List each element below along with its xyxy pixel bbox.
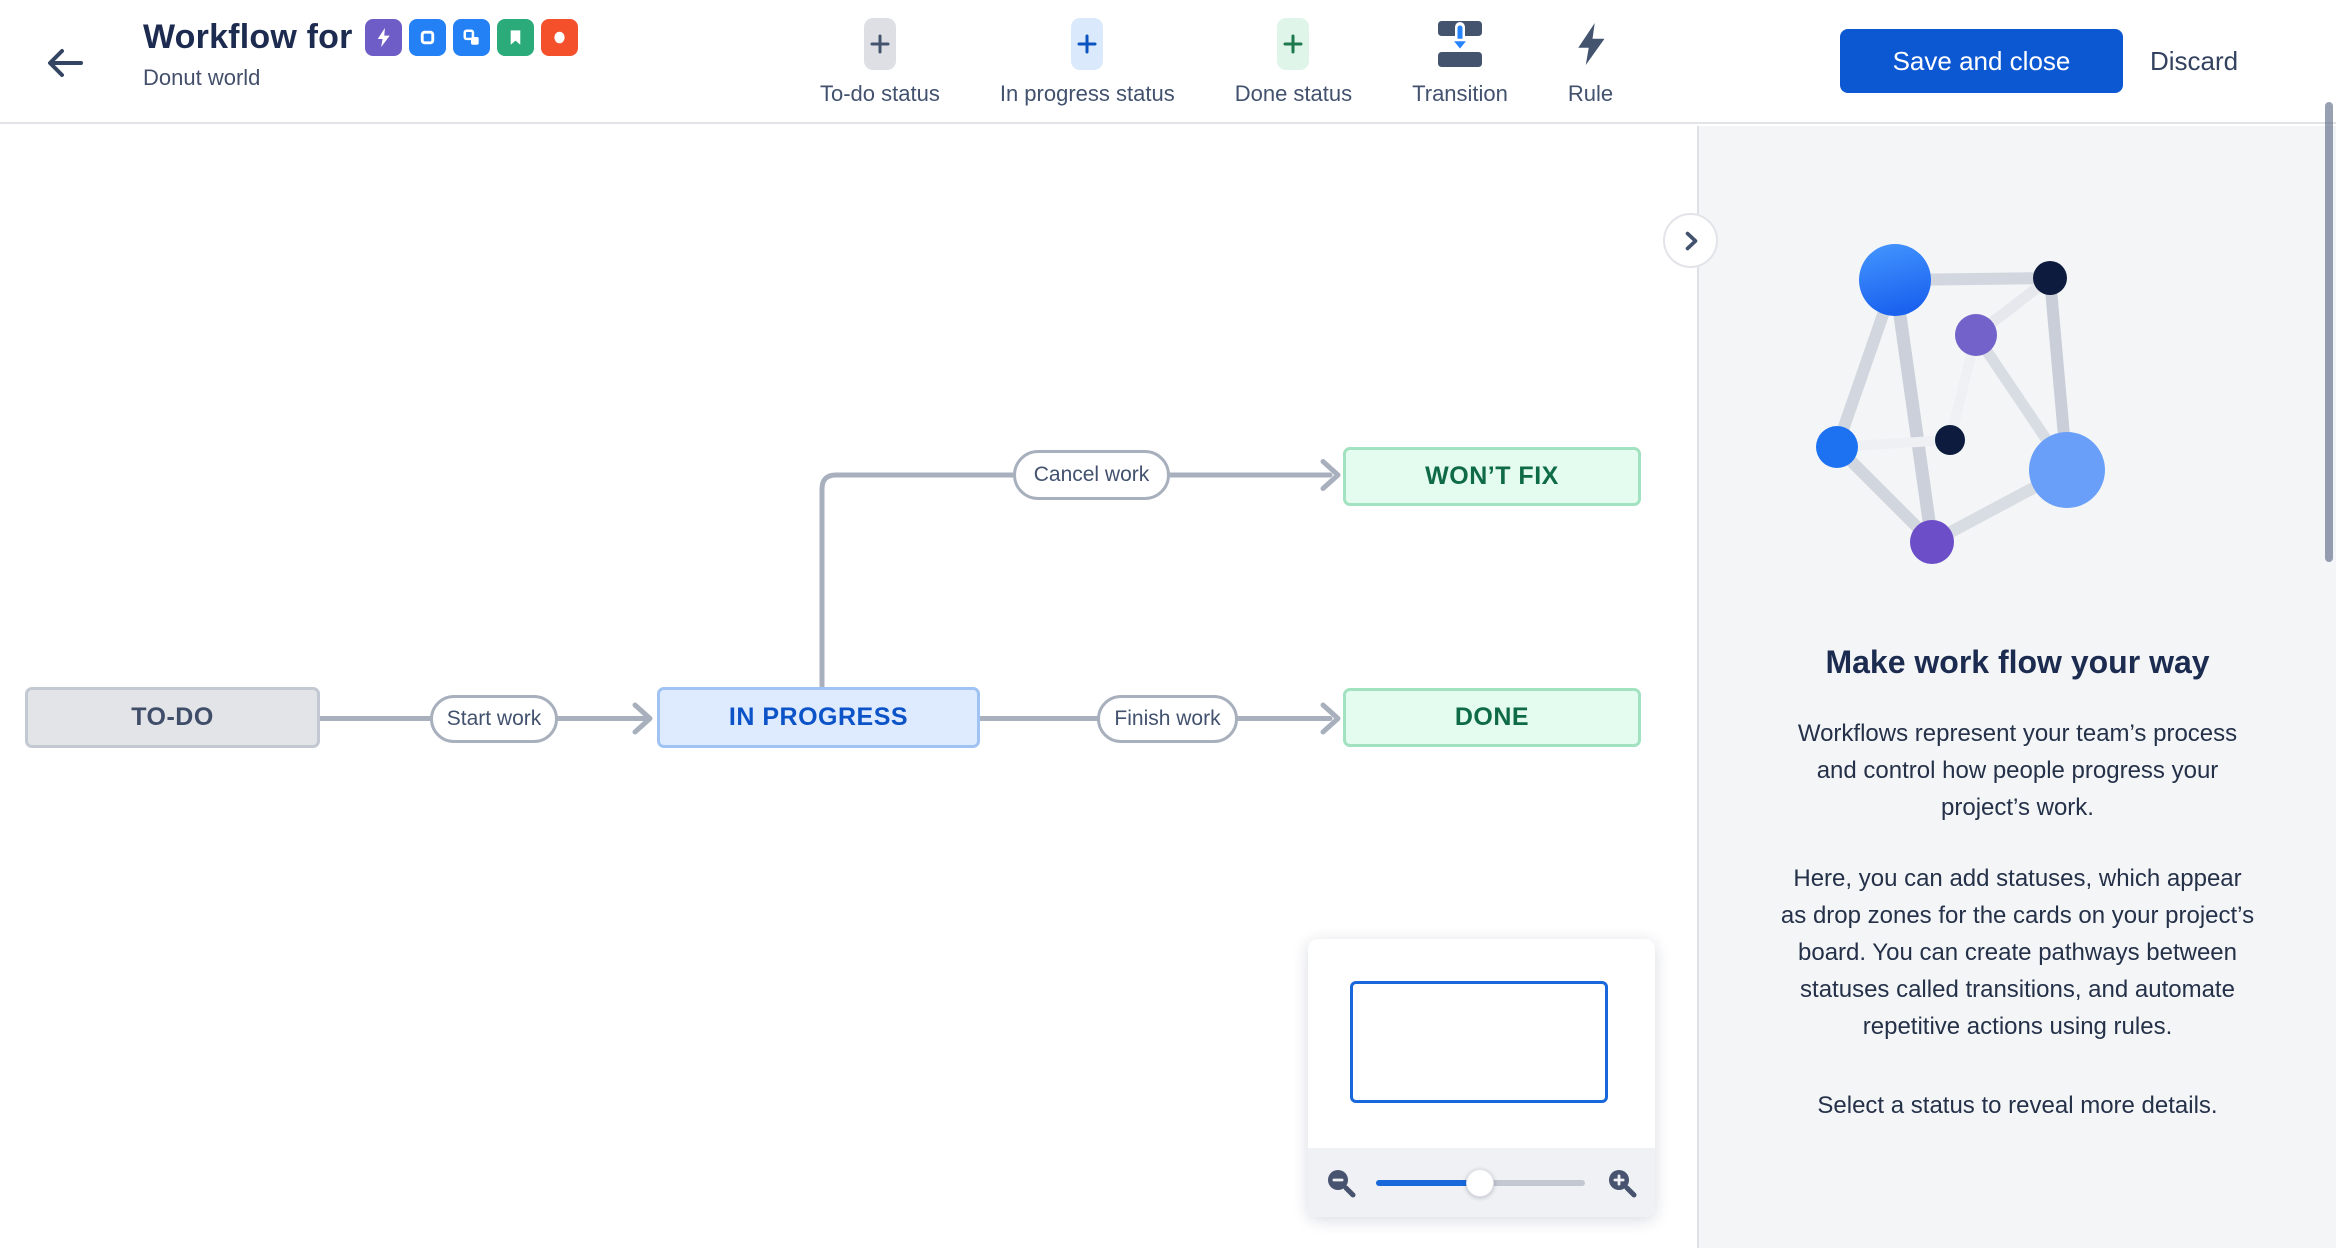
- toolbar-item-label: Transition: [1412, 81, 1508, 106]
- toolbar-item-label: Done status: [1234, 81, 1353, 106]
- details-panel: Make work flow your way Workflows repres…: [1697, 126, 2336, 1248]
- project-name: Donut world: [143, 65, 261, 90]
- bookmark-icon: [496, 19, 534, 56]
- node-dark-top: [2032, 261, 2067, 295]
- toolbar: To-do status In progress status Done sta…: [820, 16, 1613, 107]
- toolbar-item-label: Rule: [1567, 81, 1614, 106]
- node-purple-bottom: [1909, 520, 1954, 564]
- status-label: WON’T FIX: [1425, 462, 1559, 490]
- add-rule-button[interactable]: Rule: [1568, 16, 1613, 107]
- story-icon: [408, 19, 446, 56]
- toolbar-item-label: In progress status: [999, 81, 1175, 106]
- minimap[interactable]: [1308, 939, 1655, 1217]
- node-lightblue-right: [2028, 432, 2105, 508]
- network-illustration: [1815, 244, 2105, 564]
- page-title: Workflow for: [143, 18, 353, 56]
- zoom-in-button[interactable]: [1605, 1166, 1639, 1200]
- add-inprogress-status-button[interactable]: In progress status: [1000, 16, 1175, 107]
- issue-type-icons: [364, 19, 578, 56]
- status-node-todo[interactable]: TO-DO: [25, 687, 320, 748]
- plus-icon: [1071, 18, 1104, 70]
- status-node-wont-fix[interactable]: WON’T FIX: [1343, 447, 1641, 506]
- transition-edges: [315, 459, 1341, 735]
- minimap-viewport[interactable]: [1350, 981, 1608, 1103]
- minimap-zoom-bar: [1308, 1148, 1655, 1217]
- add-transition-button[interactable]: Transition: [1412, 16, 1508, 107]
- transition-label: Start work: [446, 707, 542, 730]
- discard-button[interactable]: Discard: [2150, 29, 2238, 93]
- zoom-slider-fill: [1376, 1179, 1480, 1186]
- panel-collapse-button[interactable]: [1663, 213, 1718, 268]
- chevron-right-icon: [1685, 231, 1697, 250]
- transition-label: Cancel work: [1033, 463, 1150, 486]
- transition-label: Finish work: [1114, 707, 1221, 730]
- workflow-canvas[interactable]: TO-DO IN PROGRESS DONE WON’T FIX Start w…: [0, 126, 1697, 1248]
- back-button[interactable]: [38, 36, 92, 90]
- add-todo-status-button[interactable]: To-do status: [820, 16, 940, 107]
- status-node-in-progress[interactable]: IN PROGRESS: [657, 687, 980, 748]
- subtask-icon: [452, 19, 490, 56]
- bolt-icon: [364, 19, 402, 56]
- node-purple-center: [1954, 314, 1997, 356]
- panel-paragraph: Here, you can add statuses, which appear…: [1780, 865, 2255, 1040]
- scrollbar-thumb[interactable]: [2325, 102, 2333, 562]
- node-blue-left: [1815, 426, 1858, 468]
- status-label: TO-DO: [131, 703, 214, 731]
- transition-pill-cancel-work[interactable]: Cancel work: [1013, 450, 1170, 500]
- transition-pill-finish-work[interactable]: Finish work: [1097, 695, 1238, 743]
- status-label: IN PROGRESS: [728, 703, 909, 731]
- epic-circle-icon: [540, 19, 578, 56]
- lightning-icon: [1577, 23, 1605, 65]
- status-label: DONE: [1454, 703, 1530, 731]
- zoom-slider-track: [1476, 1179, 1585, 1186]
- save-and-close-button[interactable]: Save and close: [1840, 29, 2123, 93]
- zoom-slider[interactable]: [1376, 1168, 1585, 1197]
- panel-heading: Make work flow your way: [1825, 644, 2210, 680]
- plus-icon: [863, 18, 896, 70]
- zoom-out-button[interactable]: [1324, 1166, 1358, 1200]
- arrow-left-icon: [48, 49, 83, 77]
- toolbar-item-label: To-do status: [820, 81, 940, 106]
- zoom-slider-handle[interactable]: [1466, 1168, 1494, 1197]
- transition-pill-start-work[interactable]: Start work: [430, 695, 558, 743]
- magnifier-minus-icon: [1328, 1169, 1356, 1197]
- transition-icon: [1438, 21, 1483, 67]
- add-done-status-button[interactable]: Done status: [1235, 16, 1352, 107]
- status-node-done[interactable]: DONE: [1343, 688, 1641, 747]
- plus-icon: [1277, 18, 1310, 70]
- title-block: Workflow for: [143, 18, 578, 91]
- panel-paragraph: Select a status to reveal more details.: [1817, 1092, 2218, 1119]
- app-header: Workflow for: [0, 0, 2336, 124]
- node-big-blue: [1858, 244, 1931, 316]
- magnifier-plus-icon: [1609, 1169, 1637, 1197]
- panel-paragraph: Workflows represent your team’s process …: [1797, 720, 2238, 821]
- node-dark-center: [1934, 425, 1965, 455]
